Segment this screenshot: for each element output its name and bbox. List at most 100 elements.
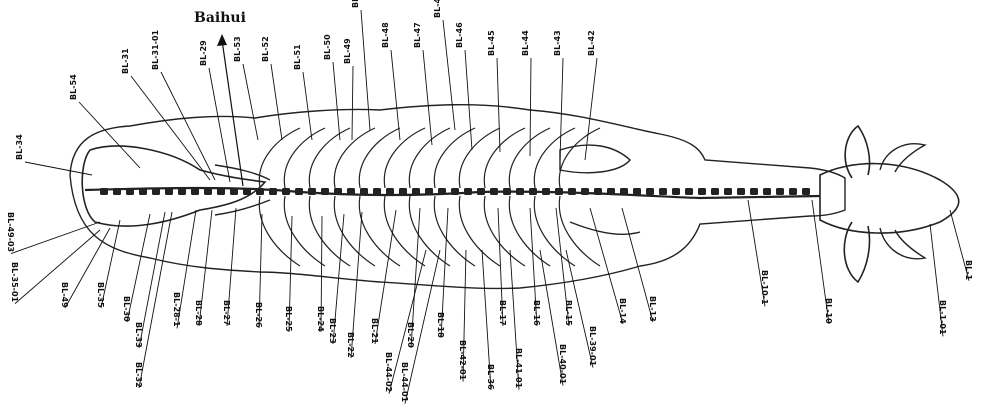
baihui-arrowhead <box>217 34 227 46</box>
vertebra <box>113 188 121 195</box>
rib <box>309 196 350 266</box>
acupoint-label: BL-31-01 <box>151 29 160 70</box>
vertebra <box>334 188 342 195</box>
vertebra <box>373 188 381 195</box>
vertebra <box>269 188 277 195</box>
rib <box>259 128 300 188</box>
scapula-2 <box>570 222 640 234</box>
leader-line <box>361 10 370 130</box>
pelvis <box>82 146 265 226</box>
acupoint-label: BL-23 <box>328 318 337 344</box>
rib <box>409 128 450 188</box>
vertebra <box>711 188 719 195</box>
rib <box>559 128 600 188</box>
acupoint-label: BL-15 <box>564 300 573 326</box>
leader-line <box>79 102 140 168</box>
vertebra <box>256 188 264 195</box>
acupoint-label: BL-44-01 <box>400 362 409 403</box>
acupoint-label: BL-1 <box>964 260 973 281</box>
vertebra <box>529 188 537 195</box>
vertebra <box>594 188 602 195</box>
vertebra <box>191 188 199 195</box>
vertebra <box>204 188 212 195</box>
rib <box>459 128 500 188</box>
acupoint-label: BL-17 <box>498 300 507 326</box>
leader-line <box>391 50 400 140</box>
acupoint-label: BL-35 <box>96 282 105 308</box>
rib <box>309 128 350 188</box>
vertebra <box>555 188 563 195</box>
acupoint-label: BL-34 <box>15 134 24 160</box>
acupoint-label: BL-42 <box>587 30 596 56</box>
acupoint-label: BL-1-01 <box>938 300 947 335</box>
acupoint-label: BL-21 <box>370 318 379 344</box>
acupoint-label: BL-44-02 <box>384 352 393 392</box>
acupoint-label: BL-33 <box>134 322 143 348</box>
rib <box>534 196 575 266</box>
leader-line <box>11 222 100 254</box>
acupoint-label: BL-42-01 <box>458 340 467 381</box>
rib <box>284 128 325 188</box>
vertebra <box>243 188 251 195</box>
vertebra <box>776 188 784 195</box>
acupoint-label: BL-49-03 <box>6 212 15 252</box>
vertebra <box>659 188 667 195</box>
leader-line <box>333 62 340 140</box>
left-ear <box>845 126 869 178</box>
vertebra <box>425 188 433 195</box>
vertebra <box>620 188 628 195</box>
leader-line <box>303 72 312 140</box>
rib <box>459 196 500 266</box>
vertebra <box>295 188 303 195</box>
acupoint-label: BL-41-01 <box>514 348 523 389</box>
vertebra <box>308 188 316 195</box>
leader-line <box>352 66 353 140</box>
vertebra <box>477 188 485 195</box>
vertebra <box>451 188 459 195</box>
acupoint-labels: BL-45-01BL-42-01BL-48BL-47BL-46BL-45BL-4… <box>6 0 973 403</box>
acupoint-label: BL-43 <box>553 30 562 56</box>
leader-line <box>560 58 563 160</box>
vertebra <box>126 188 134 195</box>
vertebra <box>607 188 615 195</box>
acupoint-label: BL-29 <box>199 40 208 66</box>
vertebra <box>464 188 472 195</box>
rib <box>359 196 400 266</box>
acupoint-label: BL-16 <box>532 300 541 326</box>
rib <box>434 196 475 266</box>
vertebra <box>763 188 771 195</box>
acupoint-label: BL-10-1 <box>760 270 769 305</box>
acupoint-label: BL-49 <box>343 38 352 64</box>
acupoint-label: BL-49 <box>60 282 69 308</box>
leader-line <box>209 68 230 182</box>
rib <box>484 196 525 266</box>
acupoint-label: BL-10 <box>824 298 833 324</box>
rib <box>334 128 375 188</box>
acupoint-label: BL-39-01 <box>588 326 597 367</box>
rib <box>434 128 475 188</box>
vertebra <box>399 188 407 195</box>
vertebra <box>165 188 173 195</box>
acupoint-label: BL-20 <box>406 322 415 348</box>
vertebra <box>490 188 498 195</box>
rib <box>559 196 600 266</box>
vertebra <box>321 188 329 195</box>
vertebra <box>568 188 576 195</box>
leader-line <box>25 162 92 175</box>
acupoint-label: BL-50 <box>323 34 332 60</box>
rib <box>484 128 525 188</box>
acupoint-label: BL-28 <box>194 300 203 326</box>
diagram-title: Baihui <box>194 10 246 26</box>
acupoint-label: BL-32 <box>134 362 143 388</box>
vertebra <box>633 188 641 195</box>
rib-cage <box>259 128 600 266</box>
acupoint-label: BL-25 <box>284 306 293 332</box>
acupoint-label: BL-45 <box>487 30 496 56</box>
acupoint-label: BL-40-01 <box>558 344 567 385</box>
vertebra <box>282 188 290 195</box>
acupoint-label: BL-46 <box>455 22 464 48</box>
vertebra <box>737 188 745 195</box>
acupoint-label: BL-45-01 <box>351 0 360 8</box>
vertebra <box>685 188 693 195</box>
